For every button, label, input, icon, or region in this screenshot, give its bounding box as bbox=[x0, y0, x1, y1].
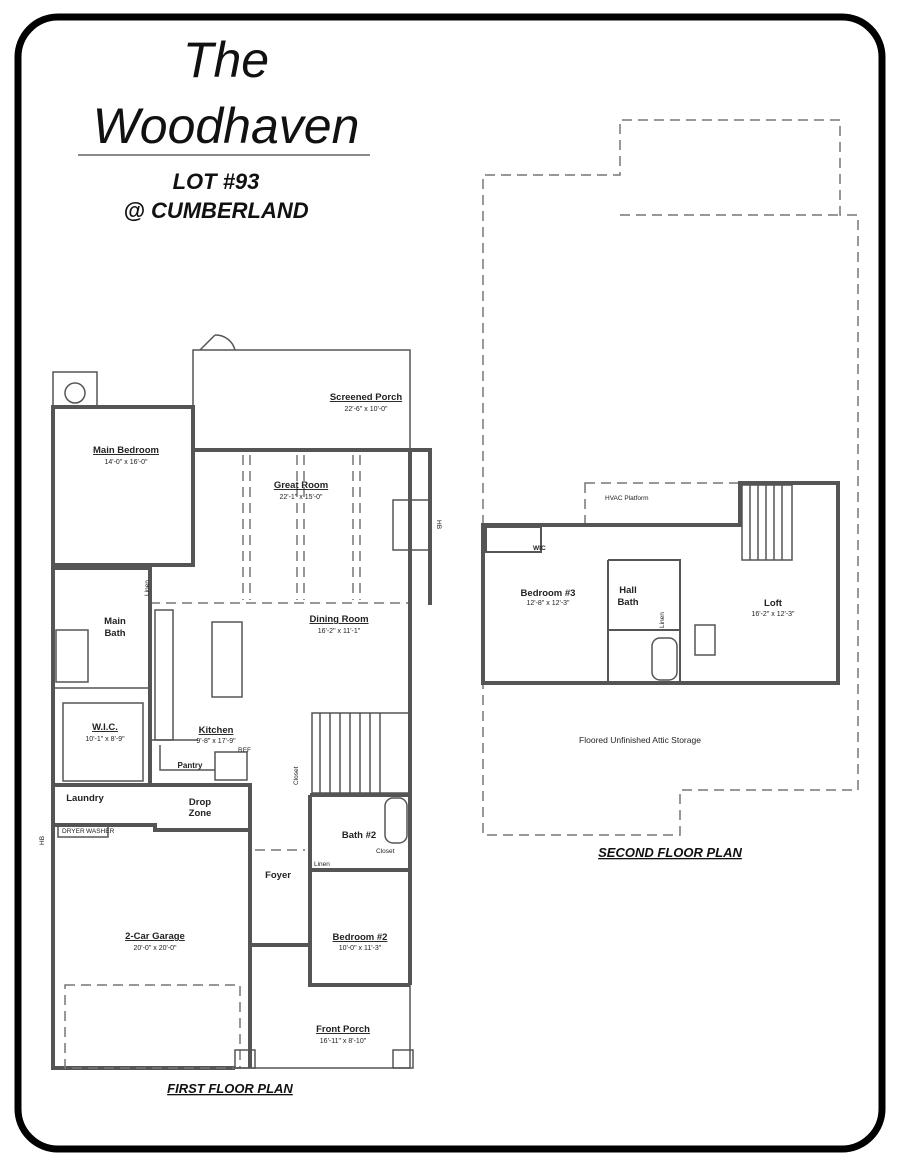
room-dims: 16'-11" x 8'-10" bbox=[320, 1038, 367, 1045]
room-dims: 10'-1" x 8'-9" bbox=[85, 736, 125, 743]
hvac-label: HVAC Platform bbox=[605, 495, 649, 502]
title-line-2: Woodhaven bbox=[93, 98, 360, 154]
wic-shelving bbox=[62, 702, 144, 782]
room-name: Front Porch bbox=[316, 1024, 370, 1035]
room-name: Great Room bbox=[274, 480, 328, 491]
stairs bbox=[311, 712, 411, 794]
room-dims: 22'-6" x 10'-0" bbox=[344, 406, 388, 413]
hall-bath-walls bbox=[607, 559, 681, 683]
room-dims: 9'-8" x 17'-9" bbox=[196, 738, 236, 745]
room-dims: 12'-8" x 12'-3" bbox=[526, 600, 570, 607]
second-floor-label: SECOND FLOOR PLAN bbox=[598, 845, 742, 860]
foyer-label: Foyer bbox=[265, 870, 291, 881]
shower bbox=[55, 629, 89, 683]
stairs-upper bbox=[741, 484, 793, 561]
community-name: @ CUMBERLAND bbox=[123, 198, 308, 223]
closet-label: Closet bbox=[293, 766, 300, 785]
room-name: 2-Car Garage bbox=[125, 931, 185, 942]
attic-label: Floored Unfinished Attic Storage bbox=[579, 735, 701, 745]
wic-walls bbox=[485, 526, 542, 553]
room-name: Dining Room bbox=[309, 614, 368, 625]
great-room-walls bbox=[193, 448, 432, 605]
fridge bbox=[214, 751, 248, 781]
washer-label: WASHER bbox=[86, 828, 115, 835]
dryer-label: DRYER bbox=[62, 828, 85, 835]
room-dims: 22'-1" x 15'-0" bbox=[279, 494, 323, 501]
room-name: Screened Porch bbox=[330, 392, 403, 403]
pantry-walls bbox=[150, 739, 215, 771]
room-dims: 10'-0" x 11'-3" bbox=[339, 945, 382, 952]
closet-label: Closet bbox=[376, 848, 395, 855]
room-name: Main Bedroom bbox=[93, 445, 159, 456]
hall-bath-label: Hall bbox=[619, 585, 636, 596]
first-floor-label: FIRST FLOOR PLAN bbox=[167, 1081, 293, 1096]
main-bedroom-walls bbox=[51, 405, 195, 567]
second-floor-walls bbox=[481, 481, 840, 685]
kitchen-counter bbox=[154, 609, 174, 741]
porch-column bbox=[392, 1049, 414, 1069]
title-line-1: The bbox=[183, 32, 269, 88]
room-name: Kitchen bbox=[199, 725, 234, 736]
laundry-walls bbox=[53, 783, 252, 825]
main-bath-label: Main bbox=[104, 616, 126, 627]
bathtub bbox=[651, 637, 678, 681]
hall-bath-label: Bath bbox=[617, 597, 638, 608]
main-bath-label: Bath bbox=[104, 628, 125, 639]
second-floor-plan: HVAC Platform WIC Bedroom #3 12'-8" x 12… bbox=[481, 119, 859, 860]
drop-zone-label: Zone bbox=[189, 808, 212, 819]
attic-access bbox=[694, 624, 716, 656]
porch-column bbox=[234, 1049, 256, 1069]
room-name: Bedroom #2 bbox=[333, 932, 388, 943]
first-floor-plan: DRYER WASHER Screened Porch 22'-6" x 10'… bbox=[39, 334, 442, 1096]
garage-door bbox=[64, 984, 241, 1069]
wic-label: WIC bbox=[533, 545, 546, 552]
hvac-platform bbox=[584, 482, 741, 526]
room-dims: 16'-2" x 12'-3" bbox=[751, 611, 795, 618]
kitchen-island bbox=[211, 621, 243, 698]
chimney-box bbox=[52, 371, 98, 408]
roof-outline bbox=[482, 119, 859, 836]
bath2-label: Bath #2 bbox=[342, 830, 376, 841]
main-bath-walls bbox=[53, 566, 152, 787]
lot-number: LOT #93 bbox=[173, 169, 260, 194]
foyer-walls bbox=[248, 850, 310, 947]
room-dims: 20'-0" x 20'-0" bbox=[133, 945, 177, 952]
room-dims: 14'-0" x 16'-0" bbox=[104, 459, 148, 466]
room-dims: 16'-2" x 11'-1" bbox=[318, 628, 361, 635]
pantry-label: Pantry bbox=[178, 761, 203, 770]
porch-door bbox=[199, 334, 236, 351]
vent-icon bbox=[64, 382, 86, 404]
hose-bib-label: HB bbox=[435, 520, 442, 529]
linen-label: Linen bbox=[314, 861, 330, 868]
bath2-bedroom2-walls bbox=[308, 793, 410, 987]
screened-porch-outline bbox=[192, 349, 411, 450]
linen-label: Linen bbox=[144, 580, 151, 596]
bathtub bbox=[384, 797, 408, 844]
sheet-border bbox=[14, 13, 886, 1153]
hose-bib-label: HB bbox=[39, 836, 46, 845]
washer-dryer bbox=[57, 824, 109, 838]
ref-label: REF bbox=[238, 747, 251, 754]
room-name: W.I.C. bbox=[92, 722, 118, 733]
linen-label: Linen bbox=[659, 612, 666, 628]
room-name: Bedroom #3 bbox=[521, 588, 576, 599]
drop-zone-label: Drop bbox=[189, 797, 211, 808]
room-name: Loft bbox=[764, 598, 783, 609]
laundry-label: Laundry bbox=[66, 793, 104, 804]
